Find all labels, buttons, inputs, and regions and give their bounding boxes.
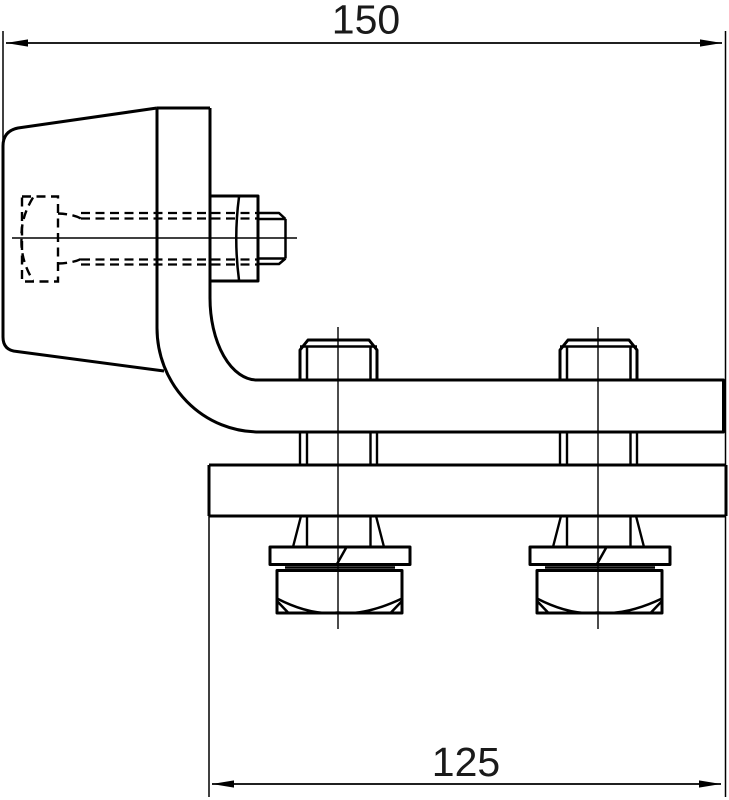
- base-plate-outline: [207, 463, 728, 518]
- cone-washer-right: [551, 515, 646, 548]
- hidden-bolt-head: [20, 195, 60, 283]
- dimension-label-top: 150: [332, 0, 400, 43]
- bracket-outer-bend: [155, 327, 260, 434]
- bolt-thread-end: [258, 211, 287, 266]
- spring-washer-split-left: [335, 547, 348, 565]
- hex-nut-facet-arc: [235, 196, 241, 281]
- hex-nut-chamfers-right: [536, 600, 663, 614]
- bracket-boss-outline: [1, 106, 165, 373]
- bolt-shaft-left: [298, 433, 379, 465]
- hex-nut-chamfers-left: [276, 600, 403, 614]
- base-plate: [207, 463, 728, 518]
- bolt-head-facets-left: [300, 345, 377, 380]
- dimension-arrow-top-left: [6, 39, 28, 47]
- hex-nut-facet-arcs-left: [276, 597, 403, 615]
- hinge-bracket: [1, 106, 725, 434]
- dimension-label-bottom: 125: [432, 739, 500, 785]
- hex-nut-facet-arcs-right: [536, 597, 663, 615]
- track-bolt-left: [268, 327, 412, 629]
- mounting-strap: [257, 378, 725, 434]
- horizontal-hex-bolt: [12, 194, 297, 283]
- hidden-bolt-shaft: [81, 211, 258, 266]
- bracket-inner-bend: [208, 297, 258, 382]
- dimension-arrow-bottom-right: [699, 780, 721, 788]
- bolt-shaft-right: [558, 433, 639, 465]
- dimension-arrow-bottom-left: [212, 780, 234, 788]
- bolt-head-facets-right: [560, 345, 637, 380]
- spring-washer-split-right: [595, 547, 608, 565]
- hidden-bolt-head-facet-arcs: [20, 196, 35, 282]
- track-bolt-right: [528, 327, 672, 629]
- bolt-head-left: [298, 338, 379, 380]
- spring-washer-left: [268, 545, 412, 566]
- cone-washer-left: [291, 515, 386, 548]
- hex-nut-side: [210, 194, 260, 283]
- dimension-arrow-top-right: [700, 39, 722, 47]
- bolt-head-right: [558, 338, 639, 380]
- spring-washer-right: [528, 545, 672, 566]
- dimension-bottom: 125: [208, 516, 721, 797]
- hidden-bolt-fillet: [57, 212, 82, 265]
